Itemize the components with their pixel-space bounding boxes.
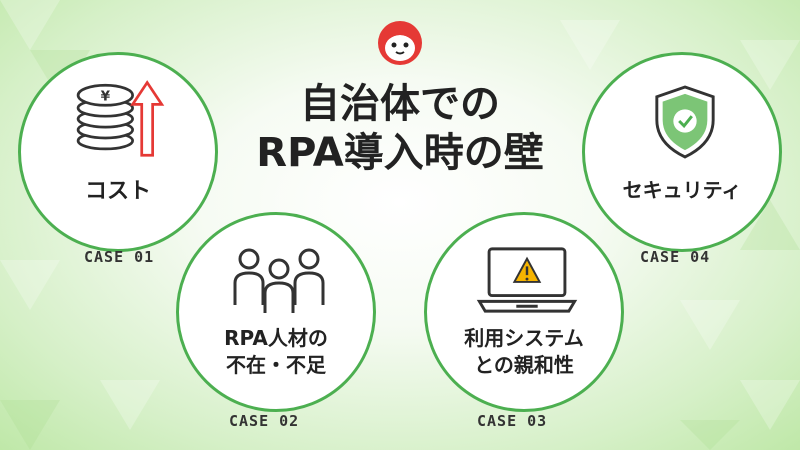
case-04-text-line-1: セキュリティ [622, 178, 742, 202]
case-04-label: CASE 04 [640, 248, 711, 266]
case-01-text: コスト [21, 177, 215, 207]
case-04-circle: セキュリティ [582, 52, 782, 252]
case-02-circle: RPA人材の 不在・不足 [176, 212, 376, 412]
case-03-text-line-1: 利用システム [464, 326, 584, 350]
shield-check-icon [655, 85, 715, 159]
title-line-2: RPA導入時の壁 [256, 130, 544, 176]
case-03-circle: 利用システム との親和性 [424, 212, 624, 412]
svg-text:¥: ¥ [101, 89, 111, 105]
laptop-warning-icon [476, 247, 578, 313]
people-group-icon [233, 248, 325, 313]
page-title: 自治体での RPA導入時の壁 [250, 80, 550, 178]
case-01-circle: ¥ コスト [18, 52, 218, 252]
brand-logo-icon [378, 21, 422, 65]
case-02-label: CASE 02 [229, 412, 300, 430]
case-03-text-line-2: との親和性 [474, 353, 574, 377]
case-02-text-line-2: 不在・不足 [226, 353, 326, 377]
coins-arrow-up-icon: ¥ [76, 80, 165, 157]
title-line-1: 自治体での [300, 81, 500, 127]
case-01-text-line-1: コスト [84, 179, 151, 204]
case-02-text-line-1: RPA人材の [224, 326, 328, 350]
case-03-label: CASE 03 [477, 412, 548, 430]
case-01-label: CASE 01 [84, 248, 155, 266]
case-04-text: セキュリティ [585, 177, 779, 204]
case-02-text: RPA人材の 不在・不足 [179, 325, 373, 379]
case-03-text: 利用システム との親和性 [427, 325, 621, 379]
